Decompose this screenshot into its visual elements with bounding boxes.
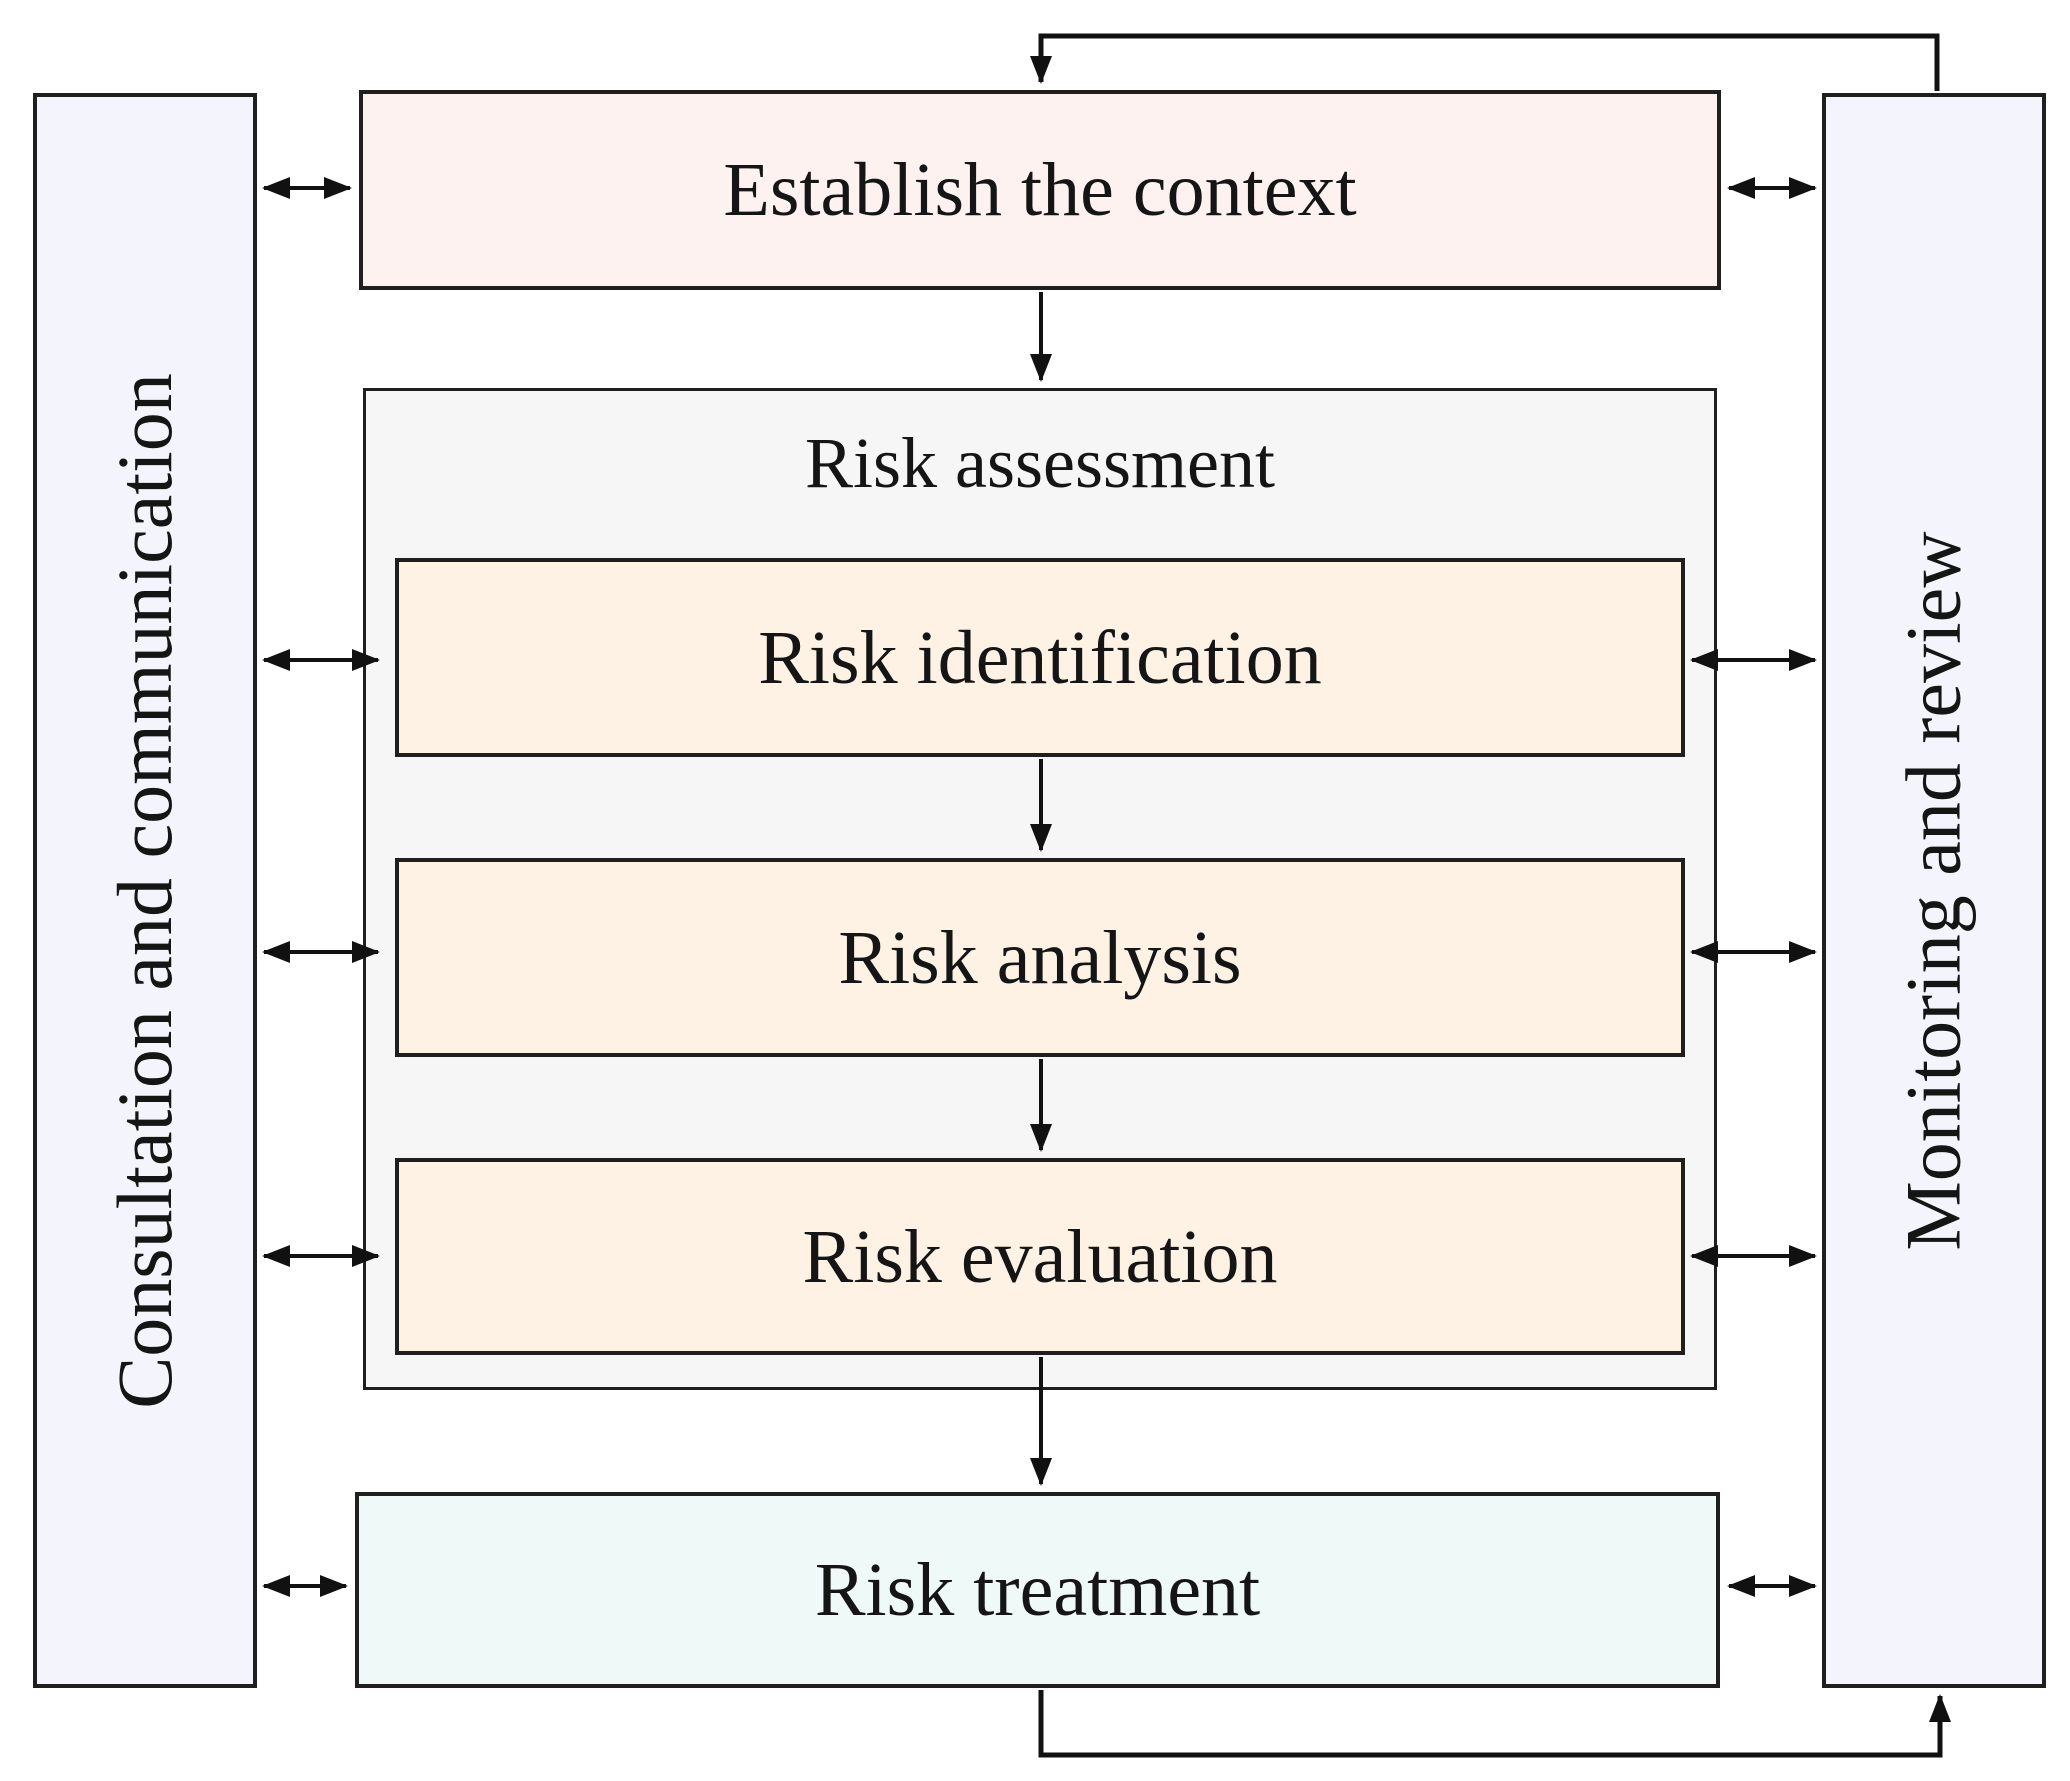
consultation-communication-bar: Consultation and communication [33,93,257,1688]
risk-evaluation-box: Risk evaluation [395,1158,1685,1355]
arrow-monitoring-to-establish [1030,33,1940,91]
risk-assessment-label: Risk assessment [804,423,1275,503]
risk-analysis-box: Risk analysis [395,858,1685,1057]
risk-analysis-label: Risk analysis [838,915,1242,1000]
risk-treatment-box: Risk treatment [355,1492,1720,1688]
monitoring-review-bar: Monitoring and review [1822,93,2046,1688]
monitoring-review-label: Monitoring and review [1890,530,1977,1251]
consultation-communication-label: Consultation and communication [101,372,188,1409]
risk-identification-box: Risk identification [395,558,1685,757]
risk-treatment-label: Risk treatment [814,1548,1261,1632]
establish-context-box: Establish the context [359,90,1721,290]
risk-evaluation-label: Risk evaluation [802,1214,1278,1299]
risk-identification-label: Risk identification [758,615,1322,700]
establish-context-label: Establish the context [723,148,1357,232]
arrow-treatment-to-monitoring [1038,1690,1951,1758]
